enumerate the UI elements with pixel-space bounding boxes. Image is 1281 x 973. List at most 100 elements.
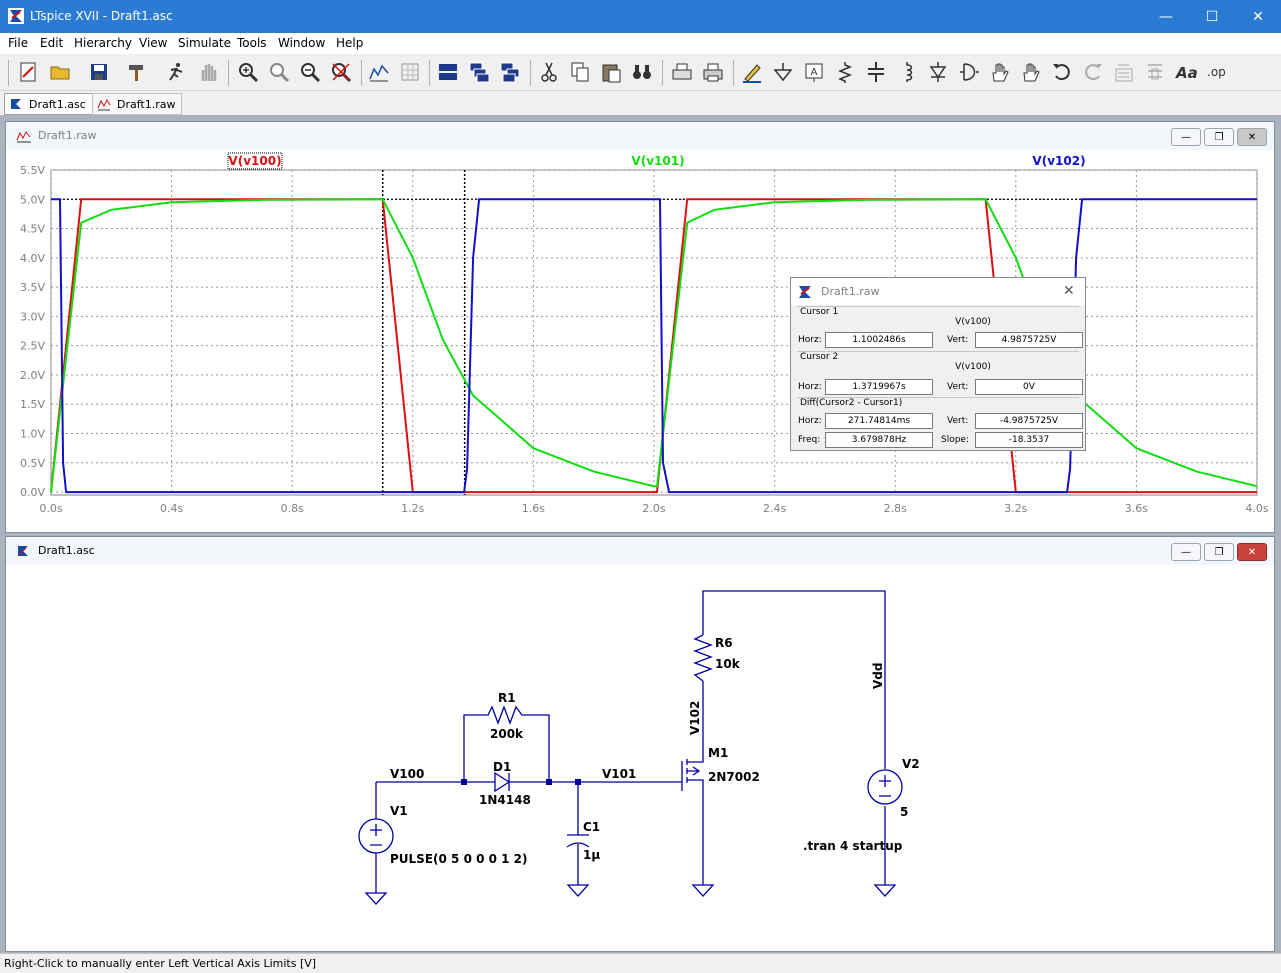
menu-tools[interactable]: Tools	[237, 36, 267, 50]
label-net-icon[interactable]: A	[803, 61, 825, 83]
zoom-out-icon[interactable]	[299, 61, 321, 83]
r1-label[interactable]: R1	[498, 691, 516, 705]
menu-help[interactable]: Help	[336, 36, 364, 50]
open-folder-icon[interactable]	[49, 61, 71, 83]
cascade-icon[interactable]	[499, 61, 521, 83]
net-v101[interactable]: V101	[602, 767, 636, 781]
inductor-icon[interactable]	[896, 61, 918, 83]
new-schematic-icon[interactable]	[18, 61, 40, 83]
net-vdd[interactable]: Vdd	[871, 663, 885, 689]
v2-label[interactable]: V2	[902, 757, 920, 771]
tab-draft1-asc[interactable]: Draft1.asc	[4, 93, 98, 115]
cursor2-horz-label: Horz:	[798, 382, 822, 392]
menu-simulate[interactable]: Simulate	[178, 36, 232, 50]
cursor1-vert-field[interactable]: 4.9875725V	[975, 332, 1083, 348]
x-tick-label: 0.0s	[39, 502, 62, 515]
menu-hierarchy[interactable]: Hierarchy	[74, 36, 133, 50]
minimize-button[interactable]: —	[1159, 8, 1173, 25]
diff-freq-field[interactable]: 3.679878Hz	[825, 432, 933, 448]
text-icon[interactable]: Aa	[1175, 61, 1197, 83]
move-hand-icon[interactable]	[989, 61, 1011, 83]
menu-edit[interactable]: Edit	[40, 36, 64, 50]
tile-horizontal-icon[interactable]	[437, 61, 459, 83]
maximize-button[interactable]: ☐	[1205, 8, 1219, 25]
schematic-close-button[interactable]: ✕	[1237, 543, 1267, 561]
waveform-close-button[interactable]: ✕	[1237, 128, 1267, 146]
diff-label: Diff(Cursor2 - Cursor1)	[800, 398, 903, 408]
copy-icon[interactable]	[569, 61, 591, 83]
print-icon[interactable]	[702, 61, 724, 83]
print-setup-icon[interactable]	[671, 61, 693, 83]
window-title: LTspice XVII - Draft1.asc	[30, 9, 173, 23]
schematic-restore-button[interactable]: ❐	[1204, 543, 1234, 561]
autorange-icon[interactable]	[368, 61, 390, 83]
d1-label[interactable]: D1	[493, 760, 511, 774]
draw-wire-pencil-icon[interactable]	[741, 61, 763, 83]
c1-value[interactable]: 1µ	[583, 848, 600, 862]
trace-label-focus	[227, 152, 283, 170]
cut-icon[interactable]	[538, 61, 560, 83]
cursor2-vert-field[interactable]: 0V	[975, 379, 1083, 395]
run-icon[interactable]	[165, 61, 187, 83]
schematic-minimize-button[interactable]: —	[1171, 543, 1201, 561]
menu-window[interactable]: Window	[278, 36, 326, 50]
cursor-dialog-close-icon[interactable]: ✕	[1063, 283, 1075, 299]
redo-icon[interactable]	[1082, 61, 1104, 83]
menu-view[interactable]: View	[139, 36, 168, 50]
component-icon[interactable]	[958, 61, 980, 83]
drag-hand-icon[interactable]	[1020, 61, 1042, 83]
m1-value[interactable]: 2N7002	[708, 770, 760, 784]
v1-label[interactable]: V1	[390, 804, 408, 818]
cursor2-horz-field[interactable]: 1.3719967s	[825, 379, 933, 395]
v1-source-symbol[interactable]	[358, 818, 394, 854]
tile-vertical-icon[interactable]	[468, 61, 490, 83]
spice-directive-icon[interactable]: .op	[1206, 61, 1228, 83]
schematic-canvas[interactable]: R1 200k D1 1N4148 V100 V101 V1 PULSE(0 5…	[6, 565, 1272, 949]
net-v100[interactable]: V100	[390, 767, 424, 781]
close-button[interactable]: ✕	[1252, 8, 1264, 25]
m1-label[interactable]: M1	[708, 746, 728, 760]
diff-slope-field[interactable]: -18.3537	[975, 432, 1083, 448]
y-tick-label: 2.0V	[20, 369, 45, 382]
rotate-icon[interactable]	[1113, 61, 1135, 83]
ground-icon[interactable]	[772, 61, 794, 83]
tab-draft1-raw[interactable]: Draft1.raw	[92, 93, 182, 115]
waveform-restore-button[interactable]: ❐	[1204, 128, 1234, 146]
grid-icon[interactable]	[399, 61, 421, 83]
v2-value[interactable]: 5	[900, 805, 908, 819]
diff-horz-field[interactable]: 271.74814ms	[825, 413, 933, 429]
net-v102[interactable]: V102	[688, 701, 702, 735]
zoom-in-icon[interactable]	[237, 61, 259, 83]
r6-value[interactable]: 10k	[715, 657, 741, 671]
paste-icon[interactable]	[600, 61, 622, 83]
resistor-icon[interactable]	[834, 61, 856, 83]
capacitor-icon[interactable]	[865, 61, 887, 83]
find-binoculars-icon[interactable]	[631, 61, 653, 83]
schematic-window-title: Draft1.asc	[38, 544, 95, 557]
save-icon[interactable]	[88, 61, 110, 83]
v1-value[interactable]: PULSE(0 5 0 0 0 1 2)	[390, 852, 528, 866]
svg-text:.op: .op	[1207, 65, 1226, 79]
r6-label[interactable]: R6	[715, 636, 733, 650]
halt-hand-icon[interactable]	[197, 61, 219, 83]
cursor-dialog-header: Draft1.raw ✕	[791, 278, 1085, 305]
trace-label-v102[interactable]: V(v102)	[1032, 154, 1085, 168]
diode-icon[interactable]	[927, 61, 949, 83]
r1-value[interactable]: 200k	[490, 727, 524, 741]
d1-value[interactable]: 1N4148	[479, 793, 531, 807]
tran-directive[interactable]: .tran 4 startup	[803, 839, 903, 853]
zoom-fit-icon[interactable]	[330, 61, 352, 83]
v2-source-symbol[interactable]	[867, 769, 903, 805]
waveform-minimize-button[interactable]: —	[1171, 128, 1201, 146]
undo-icon[interactable]	[1051, 61, 1073, 83]
mirror-icon[interactable]	[1144, 61, 1166, 83]
trace-label-v101[interactable]: V(v101)	[631, 154, 684, 168]
diff-vert-field[interactable]: -4.9875725V	[975, 413, 1083, 429]
trace-label-v100[interactable]: V(v100)	[228, 154, 281, 168]
menu-file[interactable]: File	[8, 36, 29, 50]
control-panel-hammer-icon[interactable]	[126, 61, 148, 83]
zoom-area-icon[interactable]	[268, 61, 290, 83]
c1-label[interactable]: C1	[583, 820, 600, 834]
y-tick-label: 3.5V	[20, 281, 45, 294]
cursor1-horz-field[interactable]: 1.1002486s	[825, 332, 933, 348]
